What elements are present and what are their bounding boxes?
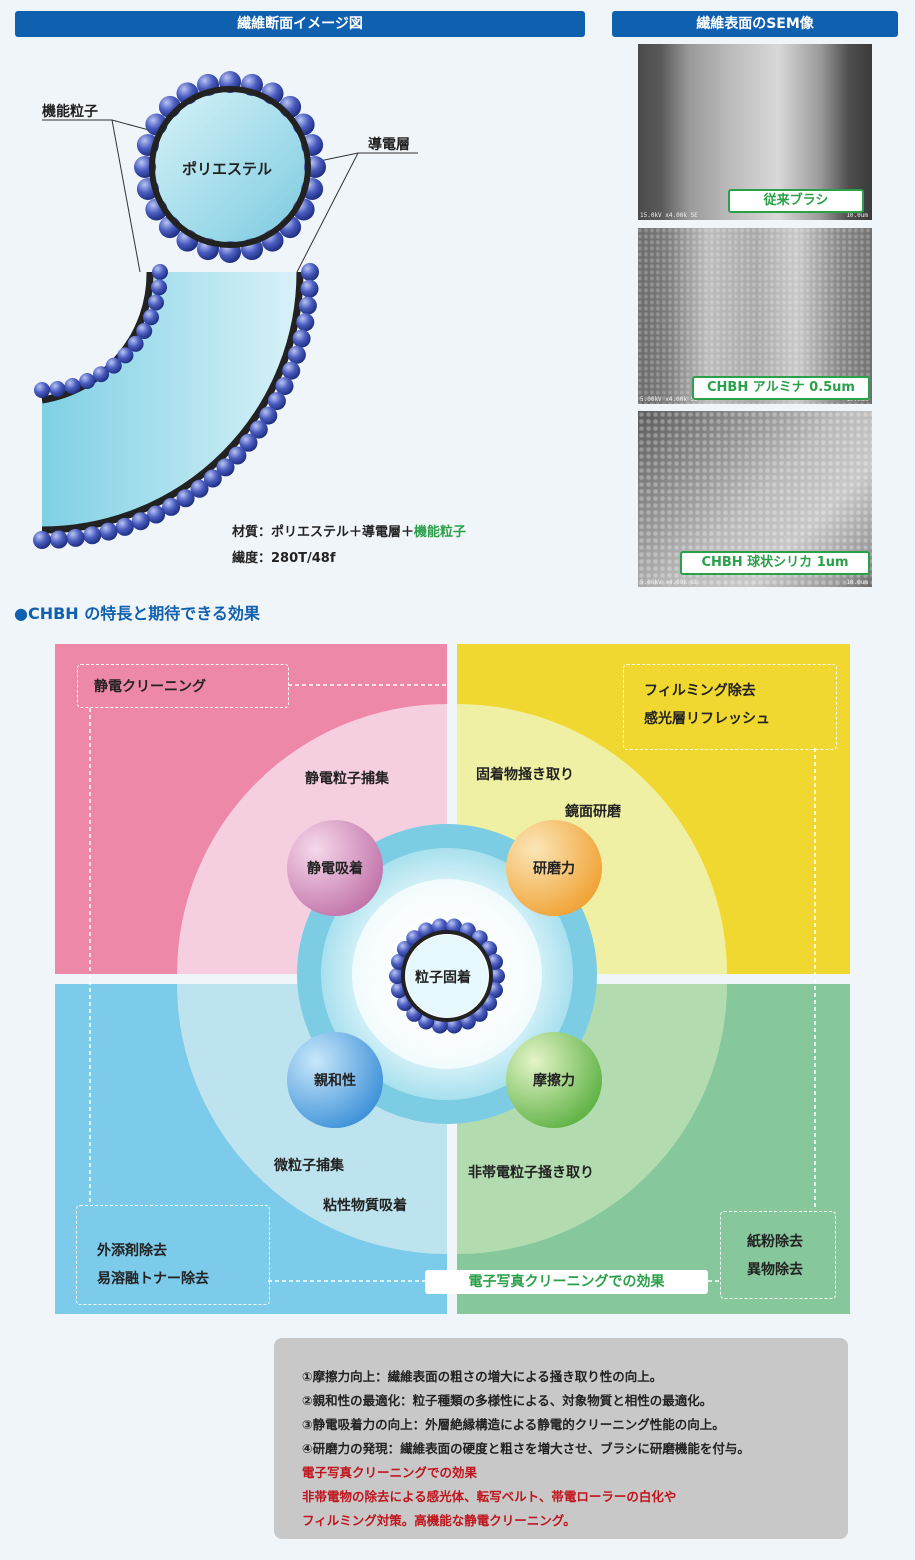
note-item: ①摩擦力向上：繊維表面の粗さの増大による掻き取り性の向上。 xyxy=(302,1369,663,1384)
effect-diagram xyxy=(89,684,816,1282)
sem-tag-silica: CHBH 球状シリカ 1um xyxy=(680,551,870,575)
particle xyxy=(99,522,118,541)
particle xyxy=(143,309,159,326)
label-functional-particle: 機能粒子 xyxy=(42,104,98,120)
core-label: ポリエステル xyxy=(182,160,273,178)
note-red-line: 非帯電物の除去による感光体、転写ベルト、帯電ローラーの白化や xyxy=(302,1489,677,1504)
particle xyxy=(136,323,153,339)
box-text: 外添剤除去 xyxy=(97,1243,167,1259)
note-red-heading: 電子写真クリーニングでの効果 xyxy=(302,1465,478,1480)
particle xyxy=(176,489,195,508)
particle xyxy=(298,296,317,315)
inner-text: 静電粒子捕集 xyxy=(305,771,389,787)
particle xyxy=(33,531,51,549)
center-label: 粒子固着 xyxy=(415,970,471,986)
particle xyxy=(93,366,109,383)
inner-text: 粘性物質吸着 xyxy=(323,1198,407,1214)
leader-line xyxy=(42,119,161,134)
inner-text: 微粒子捕集 xyxy=(274,1158,344,1174)
particle xyxy=(66,528,85,547)
sem-tag-conventional: 従来ブラシ xyxy=(728,189,864,213)
effect-label: 電子写真クリーニングでの効果 xyxy=(425,1270,708,1294)
leader-line xyxy=(296,152,359,273)
box-text: 静電クリーニング xyxy=(94,679,206,695)
sem-scale: 10.0um xyxy=(846,212,868,219)
note-item: ④研磨力の発現：繊維表面の硬度と粗さを増大させ、ブラシに研磨機能を付与。 xyxy=(302,1441,750,1456)
box-text: 紙粉除去 xyxy=(747,1234,803,1250)
particle xyxy=(105,357,122,374)
particle xyxy=(64,378,81,394)
particle xyxy=(296,313,315,332)
particle xyxy=(148,294,164,311)
particle xyxy=(147,505,166,524)
particle xyxy=(259,406,278,425)
particle xyxy=(239,433,258,452)
particle xyxy=(49,530,68,549)
particle xyxy=(151,279,167,296)
particle xyxy=(287,345,306,364)
leader-line xyxy=(111,119,141,273)
note-item: ③静電吸着力の向上：外層絶縁構造による静電的クリーニング性能の向上。 xyxy=(302,1417,725,1432)
label-conductive-layer: 導電層 xyxy=(368,137,410,153)
particle xyxy=(162,497,181,516)
particle xyxy=(301,263,319,281)
bubble-electrostatic: 静電吸着 xyxy=(307,861,363,877)
particle xyxy=(249,420,268,439)
sem-scale: 10.0um xyxy=(846,579,868,586)
bubble-abrasive: 研磨力 xyxy=(533,861,575,877)
bubble-friction: 摩擦力 xyxy=(533,1073,575,1089)
particle xyxy=(83,526,102,545)
box-electrostatic-cleaning: 静電クリーニング xyxy=(77,664,289,708)
sem-meta: 5.00kV x4.00k SE xyxy=(640,579,698,586)
material-text: 材質：ポリエステル＋導電層＋機能粒子 xyxy=(232,521,466,540)
sem-header: 繊維表面のSEM像 xyxy=(612,11,898,37)
particle xyxy=(49,381,66,397)
particle xyxy=(79,373,96,389)
particle xyxy=(216,458,235,477)
particle xyxy=(117,347,134,364)
particle xyxy=(267,392,286,411)
note-red-line: フィルミング対策。高機能な静電クリーニング。 xyxy=(302,1513,576,1528)
particle xyxy=(131,512,150,531)
sem-tag-alumina: CHBH アルミナ 0.5um xyxy=(692,376,870,400)
leader-line xyxy=(309,152,418,164)
inner-text: 固着物掻き取り xyxy=(476,767,574,783)
bubble-affinity: 親和性 xyxy=(314,1073,356,1089)
cross-section-header: 繊維断面イメージ図 xyxy=(15,11,585,37)
box-filming-removal: フィルミング除去 感光層リフレッシュ xyxy=(623,664,837,750)
box-additive-removal: 外添剤除去 易溶融トナー除去 xyxy=(76,1205,270,1305)
notes-panel: ①摩擦力向上：繊維表面の粗さの増大による掻き取り性の向上。 ②親和性の最適化：粒… xyxy=(274,1338,848,1539)
particle xyxy=(127,335,144,352)
fineness-text: 繊度：280T/48f xyxy=(232,551,336,566)
particle xyxy=(282,361,301,380)
box-text: 感光層リフレッシュ xyxy=(644,711,770,727)
particle xyxy=(300,279,319,298)
particle xyxy=(34,382,50,398)
box-text: 易溶融トナー除去 xyxy=(97,1271,209,1287)
particle xyxy=(292,329,311,348)
material-highlight: 機能粒子 xyxy=(414,525,467,540)
particle xyxy=(389,968,405,984)
box-text: 異物除去 xyxy=(747,1262,803,1278)
sem-meta: 15.0kV x4.00k SE xyxy=(640,212,698,219)
particle xyxy=(489,968,505,984)
box-text: フィルミング除去 xyxy=(644,683,756,699)
particle xyxy=(152,264,168,280)
inner-text: 鏡面研磨 xyxy=(565,804,621,820)
inner-text: 非帯電粒子掻き取り xyxy=(468,1165,594,1181)
material-prefix: 材質：ポリエステル＋導電層＋ xyxy=(232,525,415,540)
particle xyxy=(275,377,294,396)
particle xyxy=(203,469,222,488)
particle xyxy=(115,517,134,536)
particle xyxy=(190,479,209,498)
sem-image-alumina: 5.00kV x4.00k SE 10.0um xyxy=(638,228,872,404)
section-title: ●CHBH の特長と期待できる効果 xyxy=(14,604,260,623)
particle xyxy=(228,446,247,465)
note-item: ②親和性の最適化：粒子種類の多様性による、対象物質と相性の最適化。 xyxy=(302,1393,713,1408)
sem-meta: 5.00kV x4.00k SE xyxy=(640,396,698,403)
box-paper-dust-removal: 紙粉除去 異物除去 xyxy=(720,1211,836,1299)
fiber-cross-section xyxy=(33,71,418,549)
